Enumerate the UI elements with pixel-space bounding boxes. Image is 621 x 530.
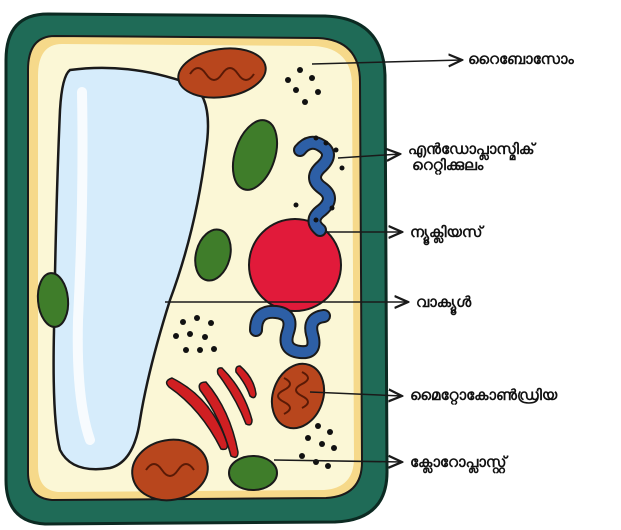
chloroplast <box>229 456 277 490</box>
label-er-line2: റെറ്റിക്കുലം <box>412 157 483 173</box>
nucleus <box>249 219 341 311</box>
label-vacuole: വാക്യൂൾ <box>416 293 471 311</box>
label-ribosome: റൈബോസോം <box>468 50 574 68</box>
label-mitochondria: മൈറ്റോകോൺഡ്രിയ <box>410 386 557 404</box>
label-er-line1: എൻഡോപ്ലാസ്മിക് <box>408 141 535 157</box>
label-nucleus: ന്യൂക്ലിയസ് <box>410 223 482 241</box>
label-chloroplast: ക്ലോറോപ്ലാസ്റ്റ് <box>410 453 506 471</box>
